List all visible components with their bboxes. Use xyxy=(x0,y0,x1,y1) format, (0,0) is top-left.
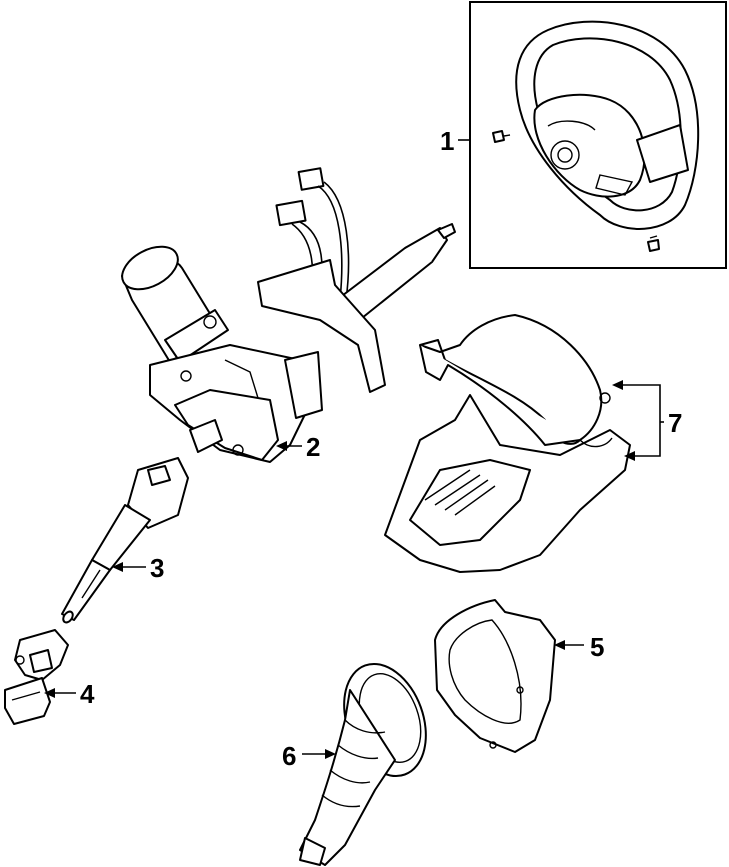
callout-2: 2 xyxy=(306,432,320,462)
screw-icon xyxy=(492,130,511,143)
steering-column-assembly[interactable] xyxy=(115,167,456,463)
column-boot[interactable] xyxy=(299,653,441,866)
column-cover-icon xyxy=(434,599,556,753)
column-covers[interactable] xyxy=(384,314,631,573)
steering-column-assembly-icon xyxy=(121,167,456,463)
leader-lines xyxy=(44,139,664,759)
column-cover-5[interactable] xyxy=(434,599,556,753)
upper-lower-column-covers-icon xyxy=(384,314,631,573)
callout-6: 6 xyxy=(282,741,296,771)
universal-joint[interactable] xyxy=(4,629,69,725)
callout-1: 1 xyxy=(440,126,454,156)
callout-5: 5 xyxy=(590,632,604,662)
callout-3: 3 xyxy=(150,553,164,583)
column-boot-icon xyxy=(299,662,427,866)
screw-icon xyxy=(647,235,660,252)
universal-joint-icon xyxy=(4,629,69,725)
steering-wheel-icon xyxy=(515,20,700,230)
callout-7: 7 xyxy=(668,408,682,438)
intermediate-shaft-icon xyxy=(61,457,189,624)
steering-wheel-inset[interactable] xyxy=(469,1,727,269)
intermediate-shaft[interactable] xyxy=(61,457,189,624)
callout-4: 4 xyxy=(80,679,95,709)
